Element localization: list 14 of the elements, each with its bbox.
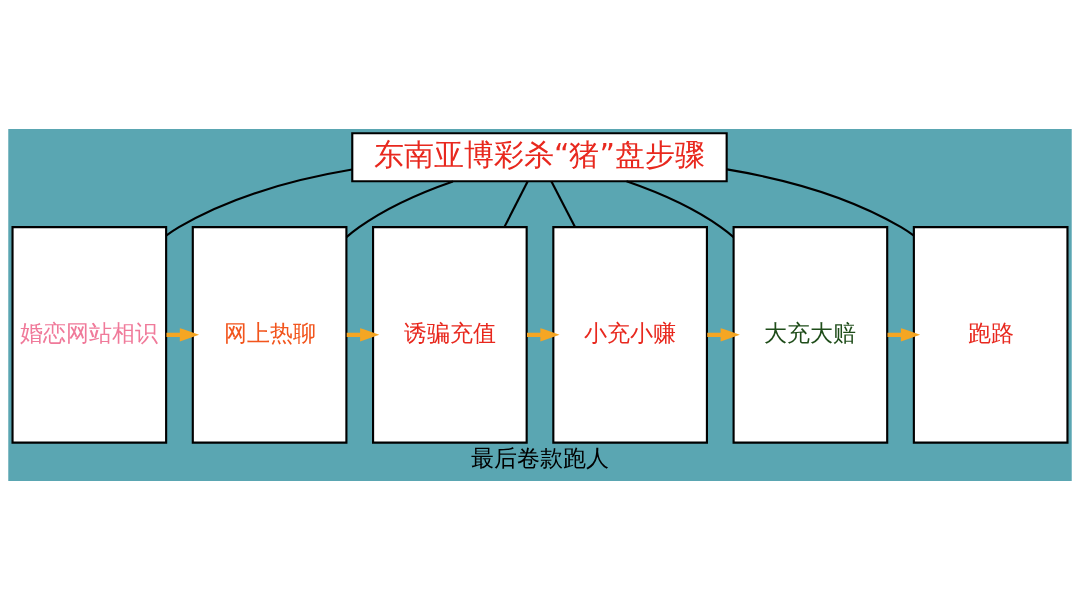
node-box: 诱骗充值 [372, 225, 528, 444]
connector [503, 180, 529, 228]
connector [626, 179, 735, 238]
node-box: 小充小赚 [552, 225, 708, 444]
node-box: 大充大赔 [732, 225, 889, 444]
node-box: 婚恋网站相识 [11, 225, 168, 444]
node-box: 跑路 [912, 225, 1069, 444]
node-box: 网上热聊 [191, 225, 348, 444]
connector [726, 167, 915, 237]
connector [345, 179, 454, 238]
connector [550, 180, 576, 228]
node-box: 东南亚博彩杀“猪”盘步骤 [351, 131, 728, 182]
connector [165, 168, 353, 237]
caption: 最后卷款跑人 [471, 443, 609, 472]
